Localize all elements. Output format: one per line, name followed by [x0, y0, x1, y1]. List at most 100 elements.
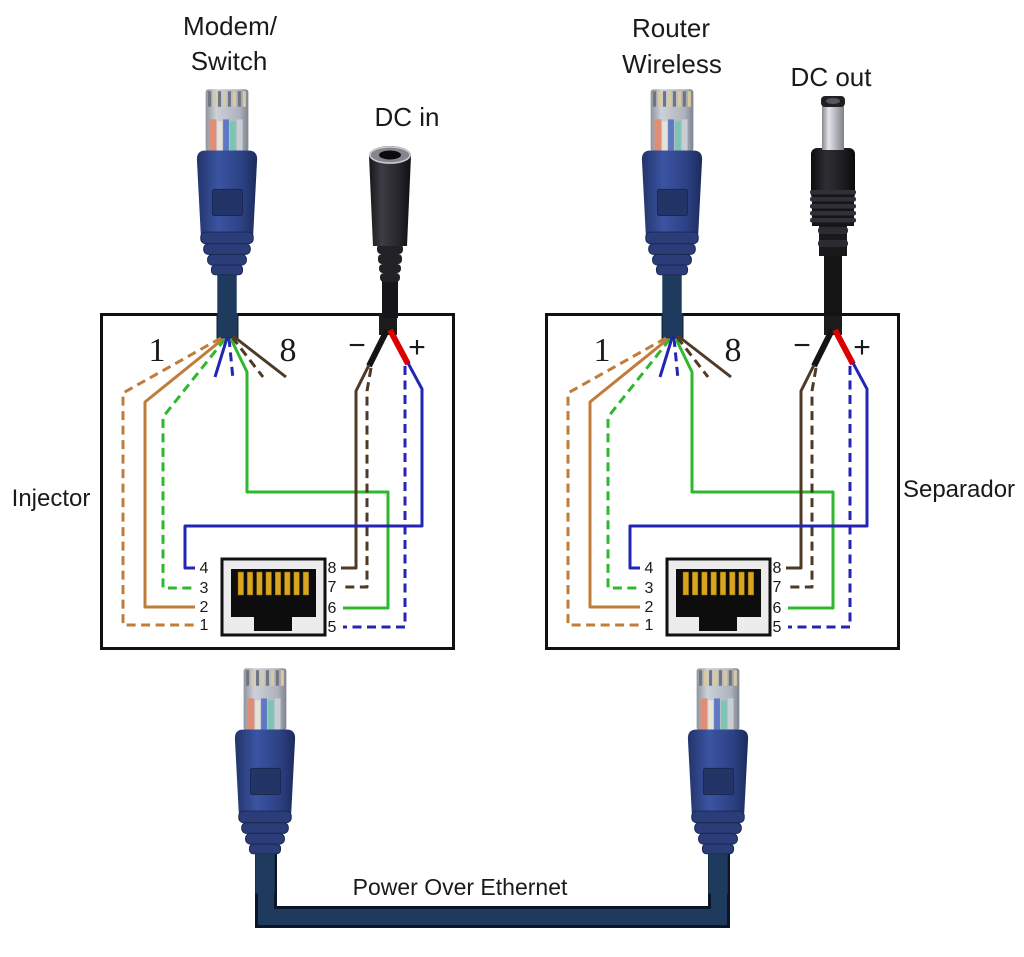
modem-label-line2: Switch — [190, 46, 268, 76]
injector-jack-pin-7 — [293, 571, 300, 596]
dcf-art — [369, 146, 411, 318]
injector-wire-white-orange-to-pin1 — [121, 336, 222, 627]
injector-wire-white-brown-to-pin7 — [341, 367, 373, 589]
rjA-contacts — [208, 91, 246, 107]
injector-jack-pin-8 — [302, 571, 309, 596]
separator-rj45-jack — [665, 557, 772, 637]
dc-in-female-jack — [361, 142, 419, 318]
injector-minus-label: − — [348, 329, 366, 362]
separator-wire-white-brown-to-pin7 — [786, 367, 818, 589]
poe-cable-left-rj45-plug — [231, 663, 299, 896]
injector-label: Injector — [11, 485, 91, 512]
injector-wire-brown-stub — [232, 334, 287, 379]
separator-jack-pin-7 — [738, 571, 745, 596]
injector-fan-label-8: 8 — [280, 332, 297, 369]
injector-pin-label-6: 6 — [328, 600, 337, 617]
separator-jack-pin-5 — [719, 571, 727, 596]
injector-rj45-cable-stub — [216, 313, 239, 339]
rjC-art — [234, 668, 296, 894]
injector-pin-label-3: 3 — [200, 580, 209, 597]
dcm-cable — [824, 254, 842, 316]
separator-fan-label-1: 1 — [594, 332, 611, 369]
dcf-body — [369, 156, 411, 246]
rjC-latch — [249, 767, 282, 796]
rjA-latch — [211, 188, 244, 217]
injector-jack-pin-6 — [284, 571, 291, 596]
injector-wire-dc-positive-lead — [387, 328, 411, 366]
poe-cable-label: Power Over Ethernet — [352, 874, 568, 900]
injector-wire-white-blue-to-pin5 — [343, 366, 407, 629]
injector-jack-pin-1 — [237, 571, 244, 596]
poe-cable-right-rj45-plug — [684, 663, 752, 896]
separator-wire-green-to-pin6 — [674, 338, 835, 610]
rjB-art — [641, 89, 703, 315]
separator-pin-label-2: 2 — [645, 599, 654, 616]
rjD-wire-stripes — [700, 698, 734, 730]
separator-wire-white-orange-to-pin1 — [566, 336, 667, 627]
rjD-strain-relief — [691, 810, 745, 855]
separator-wire-white-blue-to-pin5 — [788, 366, 852, 629]
rjD-art — [687, 668, 749, 894]
separator-wire-orange-to-pin2 — [588, 337, 669, 609]
dcm-art — [810, 96, 856, 316]
modem-rj45-plug — [193, 84, 261, 317]
injector-wire-green-to-pin6 — [229, 338, 390, 610]
separator-wire-blue-to-pin4 — [628, 362, 869, 570]
injector-pin-label-5: 5 — [328, 619, 337, 636]
dcf-cable — [382, 280, 398, 318]
dc-out-male-plug — [805, 94, 861, 316]
injector-wire-blue-to-pin4 — [183, 362, 424, 570]
separator-jack-pin-6 — [729, 571, 736, 596]
dcm-body — [811, 148, 855, 200]
injector-plus-label: + — [408, 331, 426, 364]
rjC-wire-stripes — [247, 698, 281, 730]
injector-jack-pin-4 — [265, 571, 272, 596]
separator-pin-label-8: 8 — [773, 560, 782, 577]
injector-rj45-jack — [220, 557, 327, 637]
injector-wire-dc-negative-lead — [366, 328, 390, 368]
separator-pin-label-5: 5 — [773, 619, 782, 636]
injector-jack-pin-3 — [256, 571, 263, 596]
separator-label: Separador — [902, 476, 1016, 503]
separator-plus-label: + — [853, 331, 871, 364]
injector-pin-label-7: 7 — [328, 579, 337, 596]
dcf-hole — [379, 150, 401, 160]
injector-jack-pin-5 — [274, 571, 282, 596]
separator-fan-label-8: 8 — [725, 332, 742, 369]
rjA-cable — [217, 270, 237, 315]
injector-pin-label-4: 4 — [200, 560, 209, 577]
injector-jack-pin-2 — [247, 571, 254, 596]
rjD-contacts — [699, 670, 737, 686]
dcf-strain-relief — [377, 244, 403, 282]
rjC-contacts — [246, 670, 284, 686]
injector-pin-label-1: 1 — [200, 617, 209, 634]
modem-label-line1: Modem/ — [183, 11, 277, 41]
injector-fan-label-1: 1 — [149, 332, 166, 369]
rjB-cable — [662, 270, 682, 315]
separator-minus-label: − — [793, 329, 811, 362]
injector-wire-white-green-to-pin3 — [161, 338, 227, 590]
injector-wire-orange-to-pin2 — [143, 337, 224, 609]
rjD-cable — [708, 849, 728, 894]
separator-wire-dc-negative-lead — [811, 328, 835, 368]
poe-patch-cable — [255, 833, 730, 928]
rjB-latch — [656, 188, 689, 217]
separator-wire-brown-stub — [677, 334, 732, 379]
router-label-line2: Wireless — [622, 49, 722, 79]
separator-jack-pin-8 — [747, 571, 754, 596]
rjB-strain-relief — [645, 231, 699, 276]
separator-pin-label-3: 3 — [645, 580, 654, 597]
dcm-barrel — [822, 102, 844, 150]
separator-wire-white-blue-stub — [672, 337, 680, 380]
dcm-ribbed-section — [810, 190, 856, 226]
router-rj45-plug — [638, 84, 706, 317]
separator-pin-label-4: 4 — [645, 560, 654, 577]
rjD-latch — [702, 767, 735, 796]
separator-wire-blue-stub — [658, 337, 674, 378]
separator-wire-white-brown-stub — [675, 336, 710, 378]
rjC-cable — [255, 849, 275, 894]
